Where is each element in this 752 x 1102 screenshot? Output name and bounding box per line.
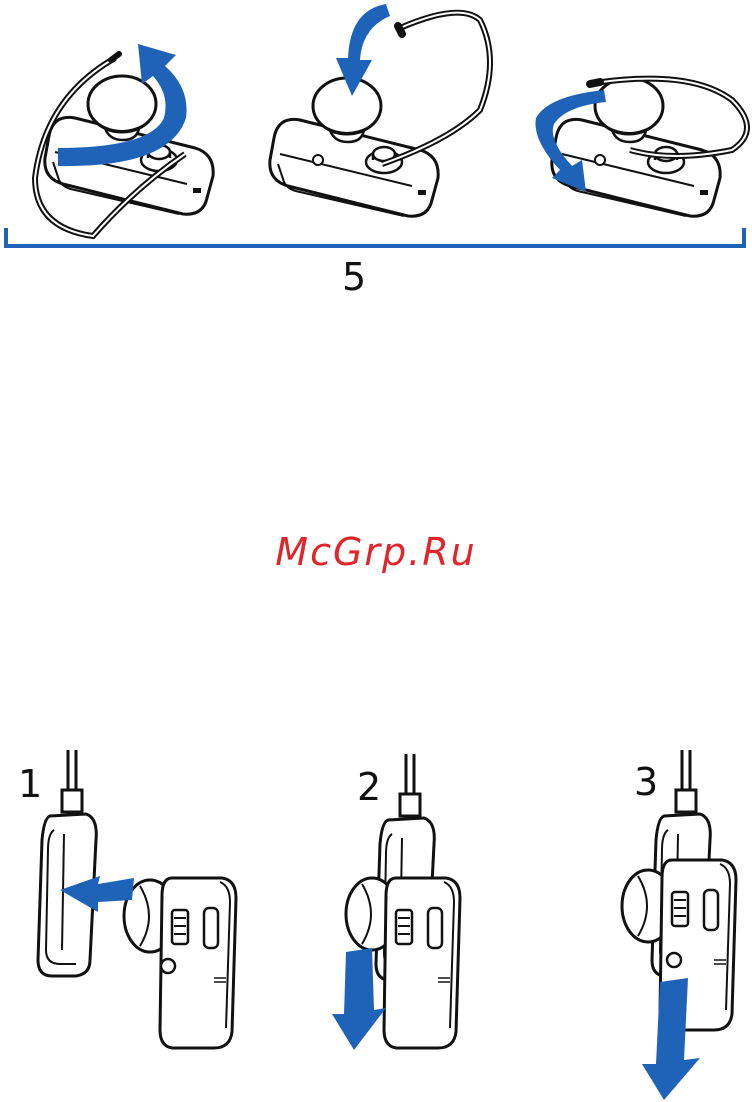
step-one-label: 1	[18, 765, 42, 803]
step-one-illustration	[38, 750, 236, 1048]
step-two-illustration	[332, 754, 460, 1050]
headset-middle	[270, 13, 490, 217]
step-five-label: 5	[342, 258, 366, 296]
bracket-step-five	[6, 228, 744, 246]
watermark-text: McGrp.Ru	[0, 530, 752, 574]
ear-hook-rotation-figure	[0, 0, 752, 300]
step-two-label: 2	[357, 768, 381, 806]
step-three-label: 3	[634, 763, 658, 801]
